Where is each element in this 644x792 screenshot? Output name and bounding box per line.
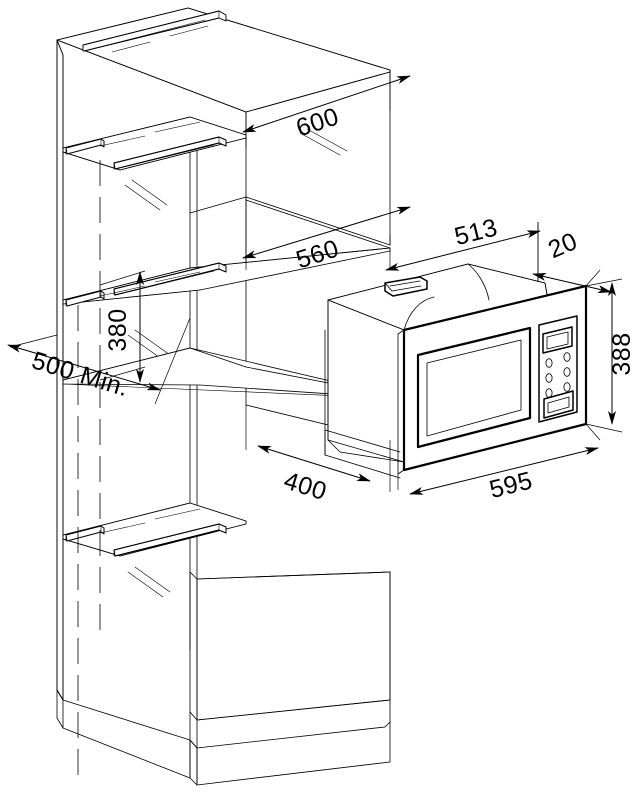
hatch-line <box>154 271 201 283</box>
cabinet-top-panel <box>56 7 391 113</box>
hatch-line <box>134 566 171 593</box>
control-button[interactable] <box>563 367 571 377</box>
dimension-label-513: 513 <box>452 213 501 251</box>
front-panel-side-top <box>397 329 405 335</box>
dimension-label-380: 380 <box>104 308 132 351</box>
hatch-line <box>99 135 146 147</box>
control-button[interactable] <box>563 352 571 362</box>
lower-shelf-rail-left <box>65 525 105 542</box>
hatch-line <box>154 121 201 133</box>
top-vent-handle <box>384 276 428 297</box>
lower-door-panel <box>189 571 391 721</box>
dimension-label-595: 595 <box>487 466 536 504</box>
dimension-label-20: 20 <box>544 227 581 264</box>
lower-shelf <box>62 502 247 557</box>
dimension-label-388: 388 <box>608 332 636 375</box>
floor-line-left-2 <box>62 699 191 741</box>
microwave-appliance <box>324 263 588 479</box>
lower-shelf-rail-right <box>113 523 227 557</box>
top-shelf-rail <box>82 10 227 53</box>
dimension-388: 388 <box>585 278 636 433</box>
control-button[interactable] <box>563 382 571 392</box>
door-open-button[interactable] <box>543 390 574 419</box>
plinth-toe-kick <box>189 699 391 786</box>
dimension-label-600: 600 <box>293 102 343 142</box>
control-button[interactable] <box>545 373 553 383</box>
hatch-line <box>131 179 168 206</box>
upper-shelf-rail-left <box>65 138 105 155</box>
left-panel-foot-bottom <box>56 717 64 729</box>
hatch-line <box>154 508 201 520</box>
hatch-line <box>124 184 161 211</box>
hatch-line <box>127 571 164 598</box>
microwave-inner-curve <box>403 296 435 331</box>
upper-shelf-rail-right <box>113 136 227 170</box>
niche-top-left-edge <box>189 196 247 214</box>
niche-top-shelf <box>62 247 391 305</box>
niche-top-rail-left <box>65 290 105 307</box>
dimension-label-500-min: 500 Min. <box>28 346 132 402</box>
hatch-line <box>299 132 341 156</box>
control-button[interactable] <box>545 388 553 398</box>
control-button[interactable] <box>545 358 553 368</box>
door-glass-window <box>416 326 532 449</box>
niche-top-rear-edge <box>245 196 391 246</box>
left-panel-bottom <box>56 689 64 701</box>
display-screen <box>542 326 573 354</box>
hatch-line <box>99 522 146 534</box>
hatch-line <box>306 128 348 152</box>
microwave-body-ledge <box>324 429 401 453</box>
dimension-20: 20 <box>532 222 612 293</box>
front-panel-side-bottom <box>397 469 405 475</box>
dimension-label-400: 400 <box>281 467 331 506</box>
floor-line-left <box>62 727 191 779</box>
